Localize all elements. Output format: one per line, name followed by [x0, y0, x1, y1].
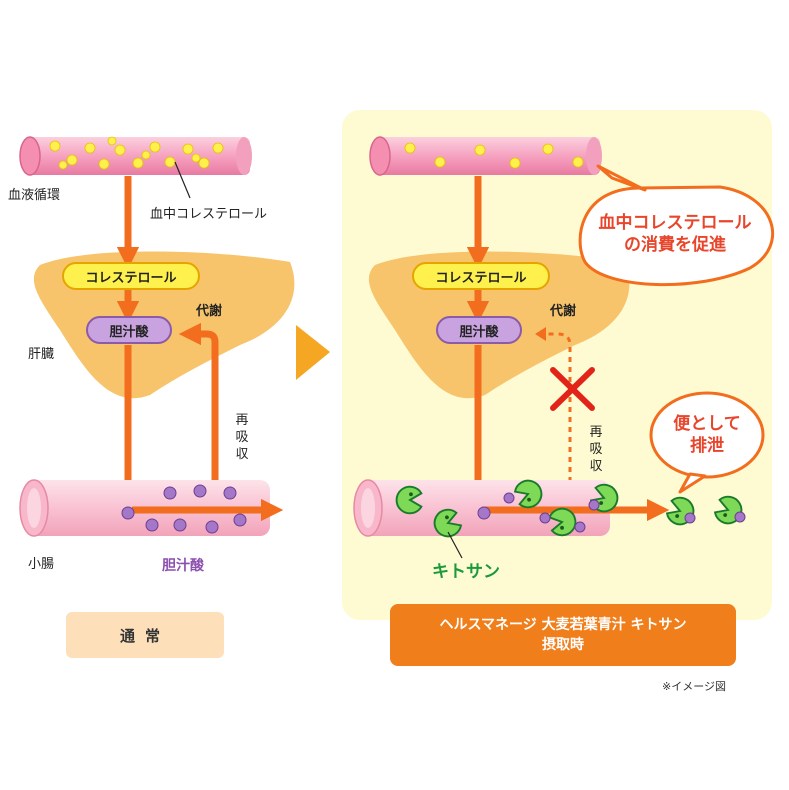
- caption-normal: 通常: [66, 612, 224, 658]
- label-reabsorption: 再吸収: [235, 413, 249, 462]
- cholesterol-pill: コレステロール: [62, 262, 200, 290]
- cholesterol-pill-2: コレステロール: [412, 262, 550, 290]
- label-liver: 肝臓: [28, 347, 55, 362]
- bubble-consumption: [578, 185, 775, 287]
- blood-vessel-2: [374, 137, 600, 175]
- cross-x-icon: [550, 367, 595, 411]
- blood-vessel: [24, 137, 250, 175]
- label-blood-cholesterol: 血中コレステロール: [150, 207, 268, 222]
- label-small-intestine: 小腸: [28, 557, 55, 572]
- caption-product: ヘルスマネージ 大麦若葉青汁 キトサン 摂取時: [390, 604, 736, 666]
- cholesterol-dots: [49, 136, 224, 170]
- bubble-excretion-text: 便として 排泄: [673, 414, 741, 456]
- label-chitosan: キトサン: [432, 562, 500, 582]
- bile-acid-pill-2: 胆汁酸: [436, 316, 522, 344]
- label-metabolism: 代謝: [196, 304, 223, 319]
- play-triangle-icon: [296, 325, 330, 380]
- image-note: ※イメージ図: [662, 680, 726, 693]
- bubble-excretion: [649, 391, 765, 479]
- label-blood-circulation: 血液循環: [8, 188, 61, 203]
- bubble-consumption-text: 血中コレステロール の消費を促進: [598, 213, 752, 255]
- label-metabolism-2: 代謝: [550, 304, 577, 319]
- label-reabsorption-2: 再吸収: [589, 425, 603, 474]
- label-bile-acid: 胆汁酸: [162, 558, 204, 574]
- bile-acid-particles: [121, 484, 247, 534]
- bile-acid-pill: 胆汁酸: [86, 316, 172, 344]
